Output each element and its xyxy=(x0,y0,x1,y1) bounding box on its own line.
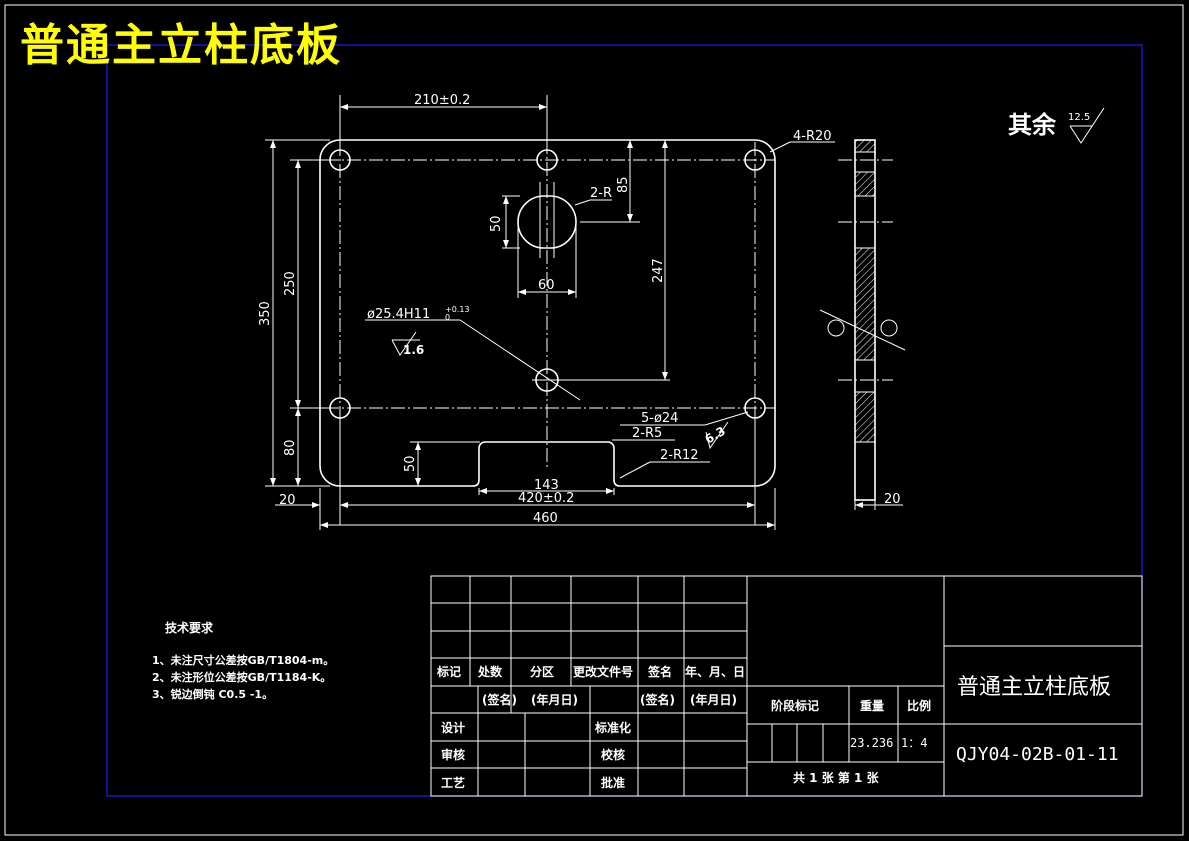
dim-420: 420±0.2 xyxy=(518,491,574,506)
dim-20-side: 20 xyxy=(884,492,901,507)
tech-requirements: 技术要求 1、未注尺寸公差按GB/T1804-m。 2、未注形位公差按GB/T1… xyxy=(152,620,334,701)
tb-sheets: 共 1 张 第 1 张 xyxy=(793,770,880,785)
tb-scale-label: 比例 xyxy=(907,698,931,713)
dim-5-holes: 5-ø24 xyxy=(641,411,678,426)
tb-sign-2: (签名) xyxy=(640,692,675,707)
dim-60: 60 xyxy=(538,278,555,293)
tb-role-0: 设计 xyxy=(441,720,465,735)
dim-hole-main: ø25.4H11 xyxy=(367,307,430,322)
dim-20-left: 20 xyxy=(279,493,296,508)
tb-role2-2: 批准 xyxy=(601,775,625,790)
tb-weight: 23.236 xyxy=(850,736,893,750)
dim-247: 247 xyxy=(651,258,666,283)
dim-80: 80 xyxy=(283,439,298,456)
dim-250: 250 xyxy=(283,271,298,296)
tb-header-3: 更改文件号 xyxy=(573,664,633,679)
title-block: 标记 处数 分区 更改文件号 签名 年、月、日 (签名) (年月日) (签名) … xyxy=(430,575,1143,797)
dim-2-r12: 2-R12 xyxy=(660,448,699,463)
roughness-label: 其余 xyxy=(1008,111,1057,139)
dim-85: 85 xyxy=(616,176,631,193)
tb-part-no: QJY04-02B-01-11 xyxy=(956,744,1119,765)
roughness-note: 其余 12.5 xyxy=(1008,107,1105,144)
dim-350: 350 xyxy=(258,301,273,326)
dim-hole-tol-low: 0 xyxy=(445,313,450,322)
big-title: 普通主立柱底板 xyxy=(20,20,342,71)
dim-2-r5: 2-R5 xyxy=(632,426,662,441)
tb-header-2: 分区 xyxy=(530,664,554,679)
tech-heading: 技术要求 xyxy=(165,620,214,635)
tb-role2-0: 标准化 xyxy=(594,720,631,735)
tb-weight-label: 重量 xyxy=(860,698,884,713)
dim-50-notch: 50 xyxy=(403,455,418,472)
outer-border xyxy=(4,4,1184,836)
tb-part-name: 普通主立柱底板 xyxy=(957,675,1111,700)
tb-scale: 1：4 xyxy=(901,736,927,750)
tb-header-5: 年、月、日 xyxy=(685,664,745,679)
dim-4-r20: 4-R20 xyxy=(793,129,832,144)
tb-header-1: 处数 xyxy=(477,664,503,679)
plate-outline xyxy=(319,139,776,487)
tech-item-1: 1、未注尺寸公差按GB/T1804-m。 xyxy=(152,653,334,667)
tb-role-1: 审核 xyxy=(441,747,465,762)
tb-sign-3: (年月日) xyxy=(690,692,737,707)
dim-2-r: 2-R xyxy=(590,186,612,201)
plate-side-view: 20 xyxy=(819,139,906,510)
tb-sign-1: (年月日) xyxy=(531,692,578,707)
tb-role2-1: 校核 xyxy=(601,747,625,762)
dim-50-slot: 50 xyxy=(489,215,504,232)
tb-header-0: 标记 xyxy=(436,664,461,679)
hole-bottom-right xyxy=(744,397,766,419)
tb-sign-0: (签名) xyxy=(482,692,517,707)
hole-top-right xyxy=(744,149,766,171)
dim-210: 210±0.2 xyxy=(414,93,470,108)
tb-stage: 阶段标记 xyxy=(771,698,819,713)
roughness-value: 12.5 xyxy=(1068,112,1090,123)
tb-header-4: 签名 xyxy=(647,664,672,679)
tech-item-2: 2、未注形位公差按GB/T1184-K。 xyxy=(152,670,331,684)
tb-role-2: 工艺 xyxy=(441,775,465,790)
dimension-lines xyxy=(265,95,835,530)
dimension-texts: 210±0.2 85 247 50 60 350 250 80 50 143 4… xyxy=(258,93,832,526)
tech-item-3: 3、锐边倒钝 C0.5 -1。 xyxy=(152,687,273,701)
dim-460: 460 xyxy=(533,511,558,526)
dim-143: 143 xyxy=(534,478,559,493)
roughness-hole: 1.6 xyxy=(403,343,424,357)
dim-hole-tol: +0.13 xyxy=(445,305,470,314)
